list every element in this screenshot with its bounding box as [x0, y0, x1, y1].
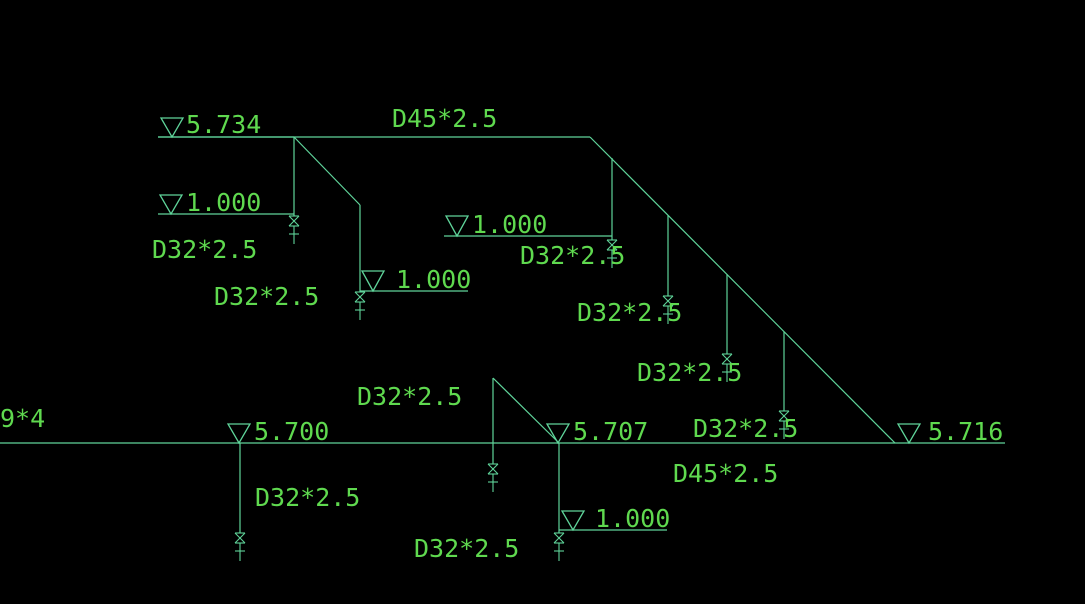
- triangle-down-level-marker-icon: [158, 194, 184, 216]
- pipe-label-branch[interactable]: D32*2.5: [577, 298, 682, 327]
- pipe-network: [0, 136, 1005, 533]
- pipe-label-branch[interactable]: D32*2.5: [152, 235, 257, 264]
- pipe-label-branch[interactable]: D32*2.5: [357, 382, 462, 411]
- elevation-value: 5.700: [254, 417, 329, 446]
- triangle-down-level-marker-icon: [159, 117, 185, 139]
- elevation-marker-top-branch-3[interactable]: 1.000: [444, 210, 612, 239]
- triangle-down-level-marker-icon: [545, 423, 571, 445]
- pipe-valve-fitting-icon[interactable]: [778, 410, 790, 439]
- triangle-down-level-marker-icon: [360, 270, 386, 293]
- elevation-marker-top-branch-1[interactable]: 1.000: [158, 188, 294, 217]
- pipe-label-branch[interactable]: D32*2.5: [637, 358, 742, 387]
- triangle-down-level-marker-icon: [444, 215, 470, 238]
- pipe-valve-fitting-icon[interactable]: [553, 532, 565, 561]
- pipe-label-branch[interactable]: D32*2.5: [520, 241, 625, 270]
- branch-pipe-top-2-diagonal[interactable]: [293, 136, 361, 206]
- pipe-label-branch[interactable]: D32*2.5: [255, 483, 360, 512]
- elevation-markers: 5.734 1.000 1.000 1.000 5.700 5.707 5.71…: [158, 110, 1003, 533]
- elevation-value: 1.000: [186, 188, 261, 217]
- pipe-label-main-bottom[interactable]: D45*2.5: [673, 459, 778, 488]
- elevation-value: 1.000: [472, 210, 547, 239]
- elevation-value: 1.000: [396, 265, 471, 294]
- elevation-marker-top-main[interactable]: 5.734: [158, 110, 294, 139]
- pipe-label-main-top[interactable]: D45*2.5: [392, 104, 497, 133]
- pipe-label-branch[interactable]: D32*2.5: [693, 414, 798, 443]
- pipe-valve-fitting-icon[interactable]: [288, 215, 300, 244]
- pipe-size-labels: D45*2.5 D45*2.5 9*4 D32*2.5 D32*2.5 D32*…: [0, 104, 798, 563]
- elevation-marker-bottom-center[interactable]: 5.707: [545, 417, 648, 446]
- valve-symbols: [234, 215, 790, 561]
- elevation-value: 5.707: [573, 417, 648, 446]
- triangle-down-level-marker-icon: [896, 423, 922, 445]
- elevation-marker-bottom-right[interactable]: 5.716: [896, 417, 1003, 446]
- pipe-valve-fitting-icon[interactable]: [487, 463, 499, 492]
- elevation-value: 1.000: [595, 504, 670, 533]
- triangle-down-level-marker-icon: [560, 510, 586, 532]
- pipe-label-branch[interactable]: D32*2.5: [414, 534, 519, 563]
- pipe-label-left-fragment[interactable]: 9*4: [0, 404, 45, 433]
- elevation-value: 5.716: [928, 417, 1003, 446]
- triangle-down-level-marker-icon: [226, 423, 252, 445]
- pipe-valve-fitting-icon[interactable]: [606, 239, 618, 268]
- pipe-label-branch[interactable]: D32*2.5: [214, 282, 319, 311]
- pipe-valve-fitting-icon[interactable]: [721, 353, 733, 382]
- main-pipe-diagonal[interactable]: [589, 136, 896, 444]
- elevation-marker-bottom-branch[interactable]: 1.000: [559, 504, 670, 533]
- elevation-marker-bottom-left[interactable]: 5.700: [226, 417, 329, 446]
- branch-pipe-low-center-diagonal[interactable]: [492, 377, 560, 444]
- pipe-valve-fitting-icon[interactable]: [662, 295, 674, 324]
- elevation-value: 5.734: [186, 110, 261, 139]
- elevation-marker-top-branch-2[interactable]: 1.000: [360, 265, 471, 294]
- pipe-valve-fitting-icon[interactable]: [234, 532, 246, 561]
- pipe-valve-fitting-icon[interactable]: [354, 291, 366, 320]
